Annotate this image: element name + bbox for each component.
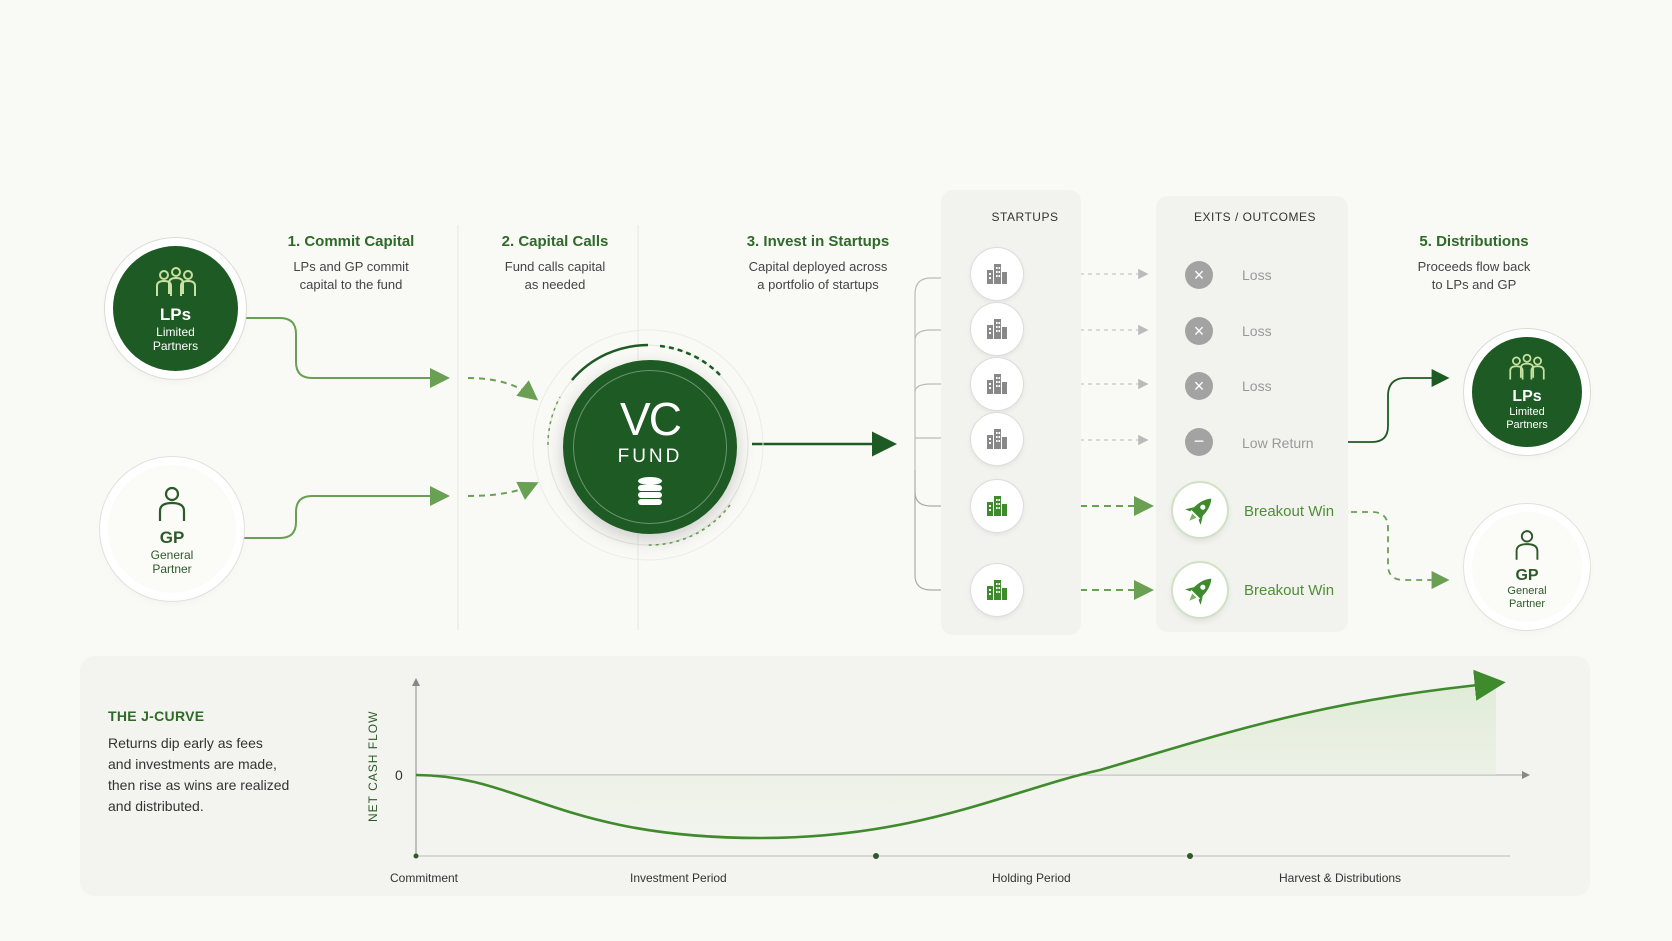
outcome-label: Loss xyxy=(1242,267,1272,283)
lp-title: LPs xyxy=(159,305,192,324)
startup-node xyxy=(971,413,1023,465)
outcome-label-win: Breakout Win xyxy=(1244,503,1335,520)
y-axis-label: NET CASH FLOW xyxy=(366,710,380,822)
gp-subtitle: General Partner xyxy=(1507,585,1547,610)
step-title: 3. Invest in Startups xyxy=(746,233,890,250)
step-invest-startups: 3. Invest in Startups Capital deployed a… xyxy=(718,233,918,294)
step-desc: Capital deployed across a portfolio of s… xyxy=(748,259,888,292)
gp-node-right: GP General Partner xyxy=(1472,512,1582,622)
close-icon: × xyxy=(1185,317,1213,345)
lp-subtitle: Limited Partners xyxy=(1506,406,1548,431)
building-icon xyxy=(987,264,1007,284)
phase-label: Holding Period xyxy=(992,871,1071,885)
outcome-label: Loss xyxy=(1242,378,1272,394)
gp-subtitle: General Partner xyxy=(150,548,194,576)
rocket-icon xyxy=(1173,483,1227,537)
step-commit-capital: 1. Commit Capital LPs and GP commit capi… xyxy=(251,233,451,294)
lp-subtitle: Limited Partners xyxy=(152,325,199,353)
step-desc: Fund calls capital as needed xyxy=(504,259,606,292)
vc-fund-node: VC FUND xyxy=(563,360,737,534)
jcurve-area xyxy=(416,683,1496,838)
jcurve-description: Returns dip early as fees and investment… xyxy=(108,735,290,814)
startup-node-winner xyxy=(971,480,1023,532)
step-title: 5. Distributions xyxy=(1419,233,1529,250)
building-icon xyxy=(987,580,1007,600)
building-icon xyxy=(987,319,1007,339)
startup-node xyxy=(971,248,1023,300)
step-desc: Proceeds flow back to LPs and GP xyxy=(1417,259,1531,292)
gp-title: GP xyxy=(159,528,185,547)
startup-node xyxy=(971,303,1023,355)
phase-dot xyxy=(413,853,419,859)
outcome-label: Loss xyxy=(1242,323,1272,339)
step-title: 1. Commit Capital xyxy=(287,233,415,250)
gp-title: GP xyxy=(1515,567,1539,584)
startup-node-winner xyxy=(971,564,1023,616)
phase-dot xyxy=(873,853,879,859)
phase-label: Harvest & Distributions xyxy=(1279,871,1402,885)
person-icon xyxy=(1515,530,1539,560)
phase-label: Commitment xyxy=(390,871,459,885)
lp-node-left: LPs Limited Partners xyxy=(113,246,238,371)
lp-title: LPs xyxy=(1512,388,1542,405)
close-icon: × xyxy=(1185,372,1213,400)
close-icon: × xyxy=(1185,261,1213,289)
building-icon xyxy=(987,429,1007,449)
step-distributions: 5. Distributions Proceeds flow back to L… xyxy=(1374,233,1574,294)
step-title: 2. Capital Calls xyxy=(501,233,609,250)
exits-header: EXITS / OUTCOMES xyxy=(1193,210,1316,224)
person-icon xyxy=(158,486,186,521)
zero-label: 0 xyxy=(395,767,403,783)
outcome-label: Low Return xyxy=(1242,435,1314,451)
phase-label: Investment Period xyxy=(630,871,727,885)
building-icon xyxy=(987,374,1007,394)
jcurve-line xyxy=(415,669,1506,840)
people-icon xyxy=(1509,353,1545,380)
people-icon xyxy=(155,267,196,296)
outcome-label-win: Breakout Win xyxy=(1244,582,1335,599)
building-icon xyxy=(987,496,1007,516)
step-capital-calls: 2. Capital Calls Fund calls capital as n… xyxy=(455,233,655,294)
lp-node-right: LPs Limited Partners xyxy=(1472,337,1582,447)
fund-rings xyxy=(532,329,764,561)
rocket-icon xyxy=(1173,563,1227,617)
gp-node-left: GP General Partner xyxy=(108,465,236,593)
minus-icon: − xyxy=(1185,428,1213,456)
phase-dot xyxy=(1187,853,1193,859)
startup-node xyxy=(971,358,1023,410)
step-desc: LPs and GP commit capital to the fund xyxy=(293,259,409,292)
jcurve-title: THE J-CURVE xyxy=(108,708,205,724)
startups-header: STARTUPS xyxy=(991,210,1059,224)
